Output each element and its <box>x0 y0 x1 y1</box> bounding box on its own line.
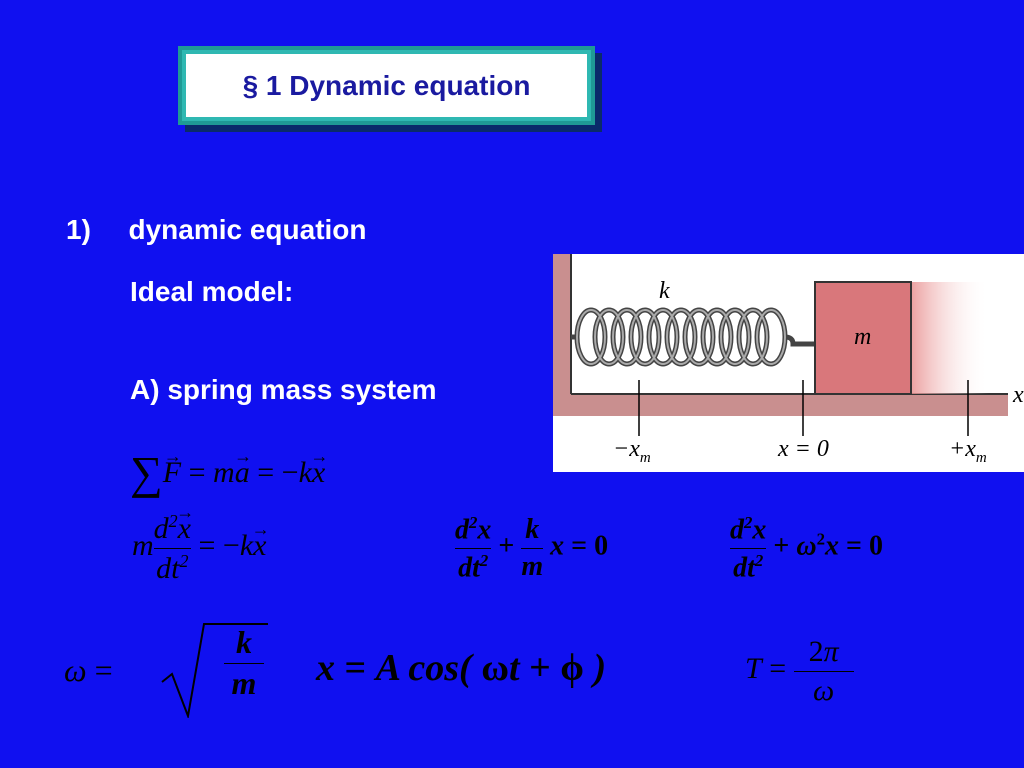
section-heading: 1) dynamic equation <box>66 214 367 246</box>
title-box: § 1 Dynamic equation <box>178 46 602 132</box>
slide-title: § 1 Dynamic equation <box>242 69 531 101</box>
subsection-label: A) spring mass system <box>130 374 437 405</box>
spring-mass-figure <box>553 254 1008 436</box>
tick-left-label: −xm <box>613 436 651 466</box>
mass-label: m <box>854 324 872 350</box>
section-label: dynamic equation <box>128 214 367 245</box>
tick-right-label: +xm <box>949 436 987 466</box>
floor <box>553 394 1008 416</box>
title-panel: § 1 Dynamic equation <box>186 54 587 117</box>
mass-block <box>814 281 912 395</box>
tick-center-label: x = 0 <box>778 436 829 462</box>
ideal-model-label: Ideal model: <box>130 276 294 307</box>
spring-mass-diagram: k m x −xm x = 0 +xm <box>553 254 1024 472</box>
wall <box>553 254 571 416</box>
section-number: 1) <box>66 214 91 245</box>
spring-coil <box>571 307 815 367</box>
axis-label: x <box>1013 382 1024 408</box>
equation-newton-second: md2xdt2 = −kx <box>132 512 267 584</box>
equation-sum-force: ∑F = ma = −kx <box>130 446 325 499</box>
equation-solution: x = A cos( ωt + ϕ ) <box>316 647 607 689</box>
spring-constant-label: k <box>659 278 670 304</box>
